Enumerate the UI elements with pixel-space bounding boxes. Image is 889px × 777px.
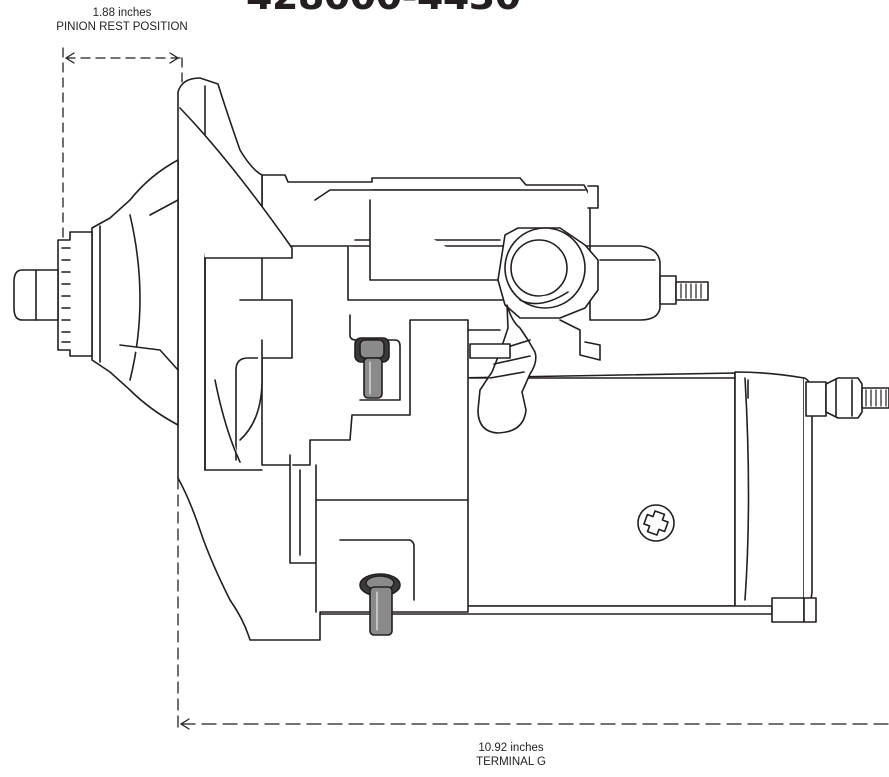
drive-end-frame bbox=[177, 77, 501, 641]
pinion-shaft bbox=[13, 269, 59, 321]
solenoid-cap bbox=[497, 227, 599, 319]
lower-mounting-bolt bbox=[359, 573, 401, 636]
pinion-dimension-label: 1.88 inches PINION REST POSITION bbox=[0, 6, 244, 34]
lead-wire-boot bbox=[469, 304, 601, 434]
phillips-screw bbox=[637, 504, 675, 542]
solenoid-terminal bbox=[589, 245, 709, 321]
terminal-dimension-caption: TERMINAL G bbox=[476, 756, 546, 768]
nose-housing bbox=[91, 159, 179, 426]
terminal-dimension-label: 10.92 inches TERMINAL G bbox=[436, 741, 586, 769]
solenoid-body bbox=[261, 174, 599, 301]
part-number-title: 428000-4430 bbox=[246, 0, 521, 18]
terminal-dimension-value: 10.92 inches bbox=[478, 742, 544, 754]
terminal-dimension-lines bbox=[177, 477, 889, 730]
pinion-dimension-value: 1.88 inches bbox=[92, 7, 152, 19]
rear-terminal-stud bbox=[805, 377, 889, 419]
pinion-dimension-lines bbox=[62, 47, 183, 246]
pinion-gear bbox=[57, 231, 93, 357]
pinion-dimension-caption: PINION REST POSITION bbox=[56, 21, 188, 33]
upper-mounting-bolt bbox=[354, 337, 390, 399]
